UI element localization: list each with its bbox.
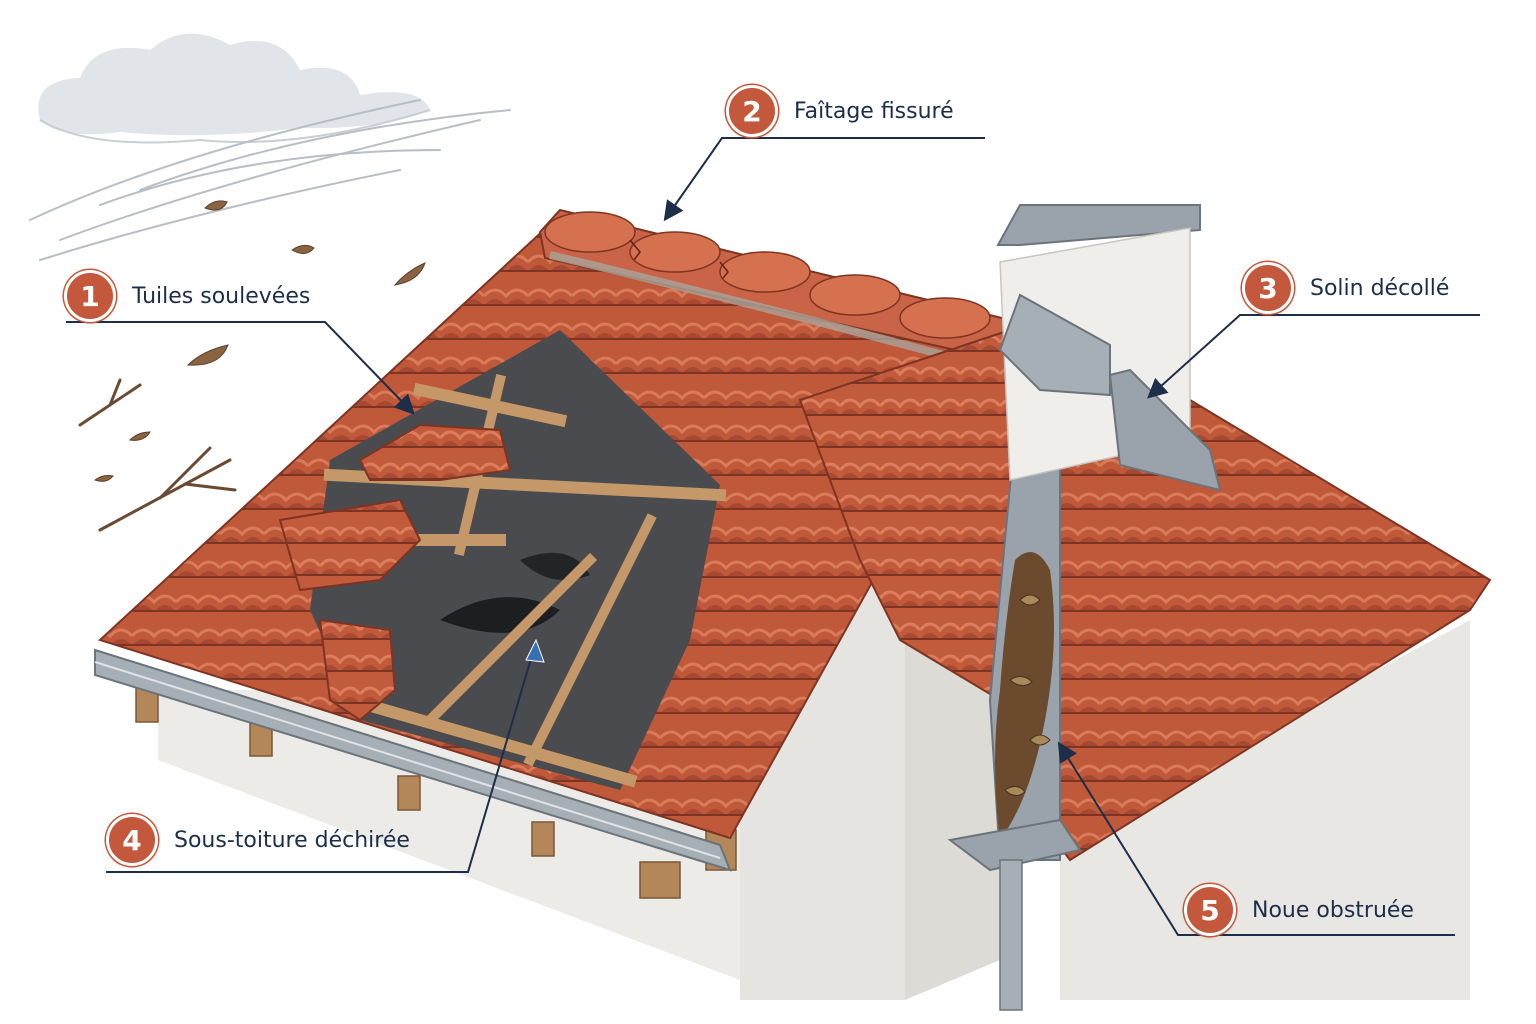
- callout-detached-flashing: 3 Solin décollé: [1242, 262, 1449, 314]
- callout-number-badge: 4: [106, 814, 158, 866]
- leader-line-3: [1147, 314, 1480, 399]
- callout-number-badge: 2: [726, 85, 778, 137]
- leader-line-4: [106, 644, 536, 873]
- callout-label: Noue obstruée: [1252, 897, 1414, 923]
- detached-flashing: [998, 293, 1222, 492]
- wind-lines-icon: [29, 99, 511, 261]
- storm-cloud-icon: [38, 33, 431, 144]
- callout-number-badge: 1: [64, 270, 116, 322]
- cracked-ridge: [538, 208, 1012, 374]
- callout-obstructed-valley: 5 Noue obstruée: [1184, 884, 1414, 936]
- broken-branch-icon: [78, 378, 237, 532]
- leader-lines: [66, 137, 1480, 936]
- callout-label: Tuiles soulevées: [132, 283, 311, 309]
- callout-number-badge: 3: [1242, 262, 1294, 314]
- callout-label: Sous-toiture déchirée: [174, 827, 410, 853]
- callout-lifted-tiles: 1 Tuiles soulevées: [64, 270, 310, 322]
- callout-label: Solin décollé: [1310, 275, 1450, 301]
- leader-line-1: [66, 321, 415, 415]
- obstructed-valley: [947, 377, 1082, 1011]
- callout-torn-underlay: 4 Sous-toiture déchirée: [106, 814, 410, 866]
- gutter: [94, 648, 732, 872]
- flying-leaves-icon: [93, 200, 426, 482]
- leader-line-2: [663, 137, 985, 222]
- leader-line-4-arrow: [525, 638, 545, 663]
- callout-cracked-ridge: 2 Faîtage fissuré: [726, 85, 954, 137]
- leader-line-5: [1057, 741, 1455, 936]
- callout-number-badge: 5: [1184, 884, 1236, 936]
- lifted-tiles: [278, 423, 512, 722]
- callout-label: Faîtage fissuré: [794, 98, 954, 124]
